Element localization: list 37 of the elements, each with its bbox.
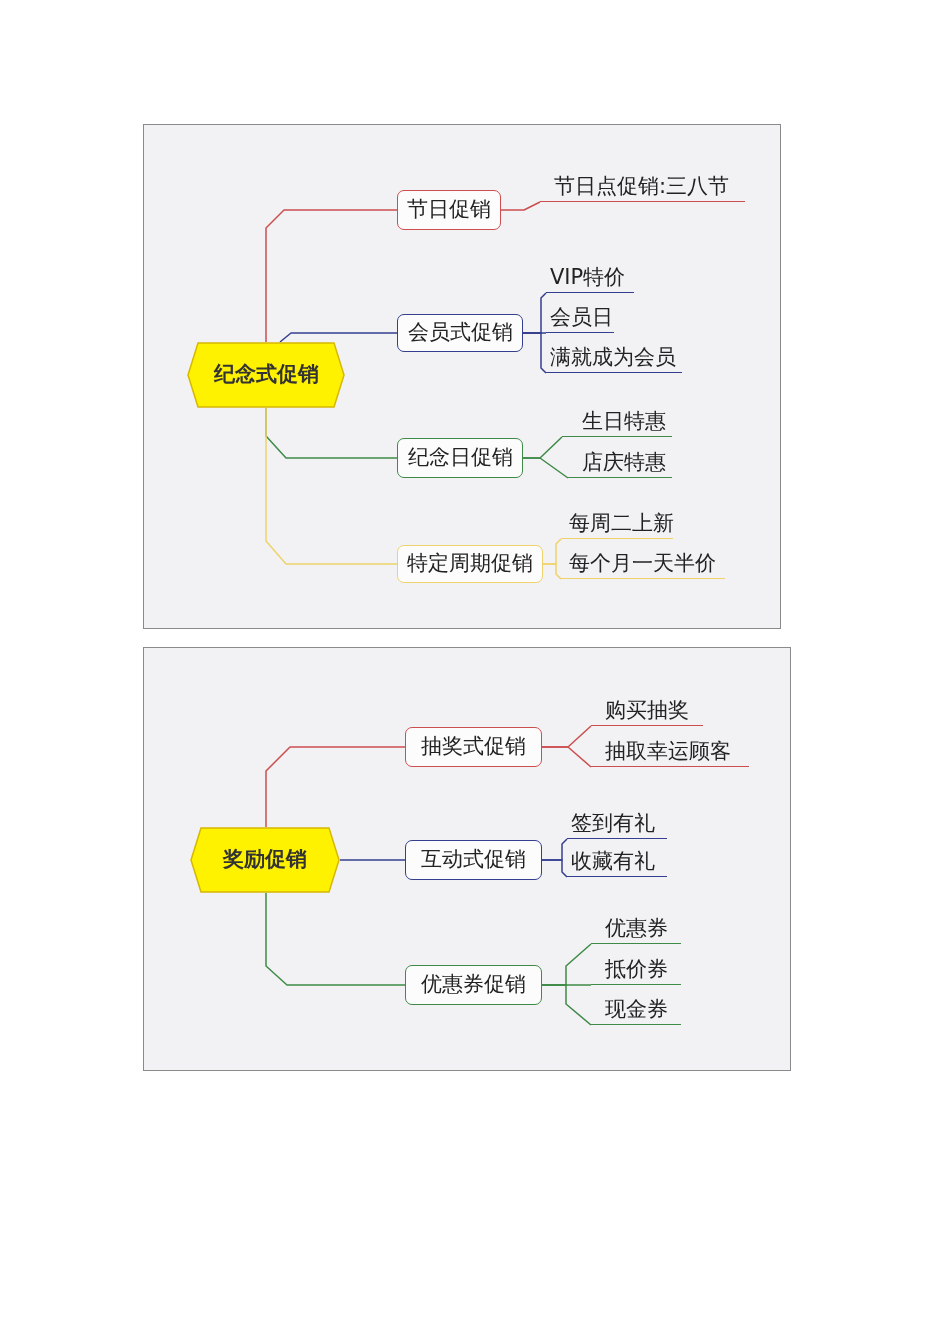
branch-line [265,407,398,565]
topic-hexagon: 奖励促销 [190,827,340,893]
branch-line [541,984,592,1026]
branch-box: 抽奖式促销 [405,727,542,767]
subtopic-label: 节日点促销:三八节 [540,172,745,202]
branch-line [500,201,541,211]
branch-line [541,746,592,768]
branch-box: 纪念日促销 [397,438,523,478]
subtopic-label: 签到有礼 [567,809,667,839]
branch-line [265,892,406,986]
branch-line [541,859,568,878]
subtopic-label: 收藏有礼 [567,847,667,877]
branch-box: 会员式促销 [397,314,523,352]
branch-line [265,746,406,828]
subtopic-label: 满就成为会员 [546,343,682,373]
branch-box: 优惠券促销 [405,965,542,1005]
branch-box: 互动式促销 [405,840,542,880]
subtopic-label: 现金券 [591,995,681,1025]
subtopic-label: 每个月一天半价 [561,549,725,579]
subtopic-label: 抽取幸运顾客 [591,737,749,767]
branch-line [522,332,547,374]
branch-line [279,332,398,343]
topic-hexagon: 纪念式促销 [187,342,345,408]
subtopic-label: 店庆特惠 [568,448,672,478]
subtopic-label: VIP特价 [546,263,634,293]
subtopic-label: 会员日 [546,303,614,333]
branch-line [339,859,406,861]
branch-line [542,563,562,580]
subtopic-label: 每周二上新 [561,509,673,539]
branch-line [265,209,398,343]
subtopic-label: 购买抽奖 [591,696,703,726]
subtopic-label: 优惠券 [591,914,681,944]
subtopic-label: 抵价券 [591,955,681,985]
branch-line [522,457,569,479]
subtopic-label: 生日特惠 [562,407,672,437]
branch-box: 节日促销 [397,190,501,230]
branch-box: 特定周期促销 [397,545,543,583]
